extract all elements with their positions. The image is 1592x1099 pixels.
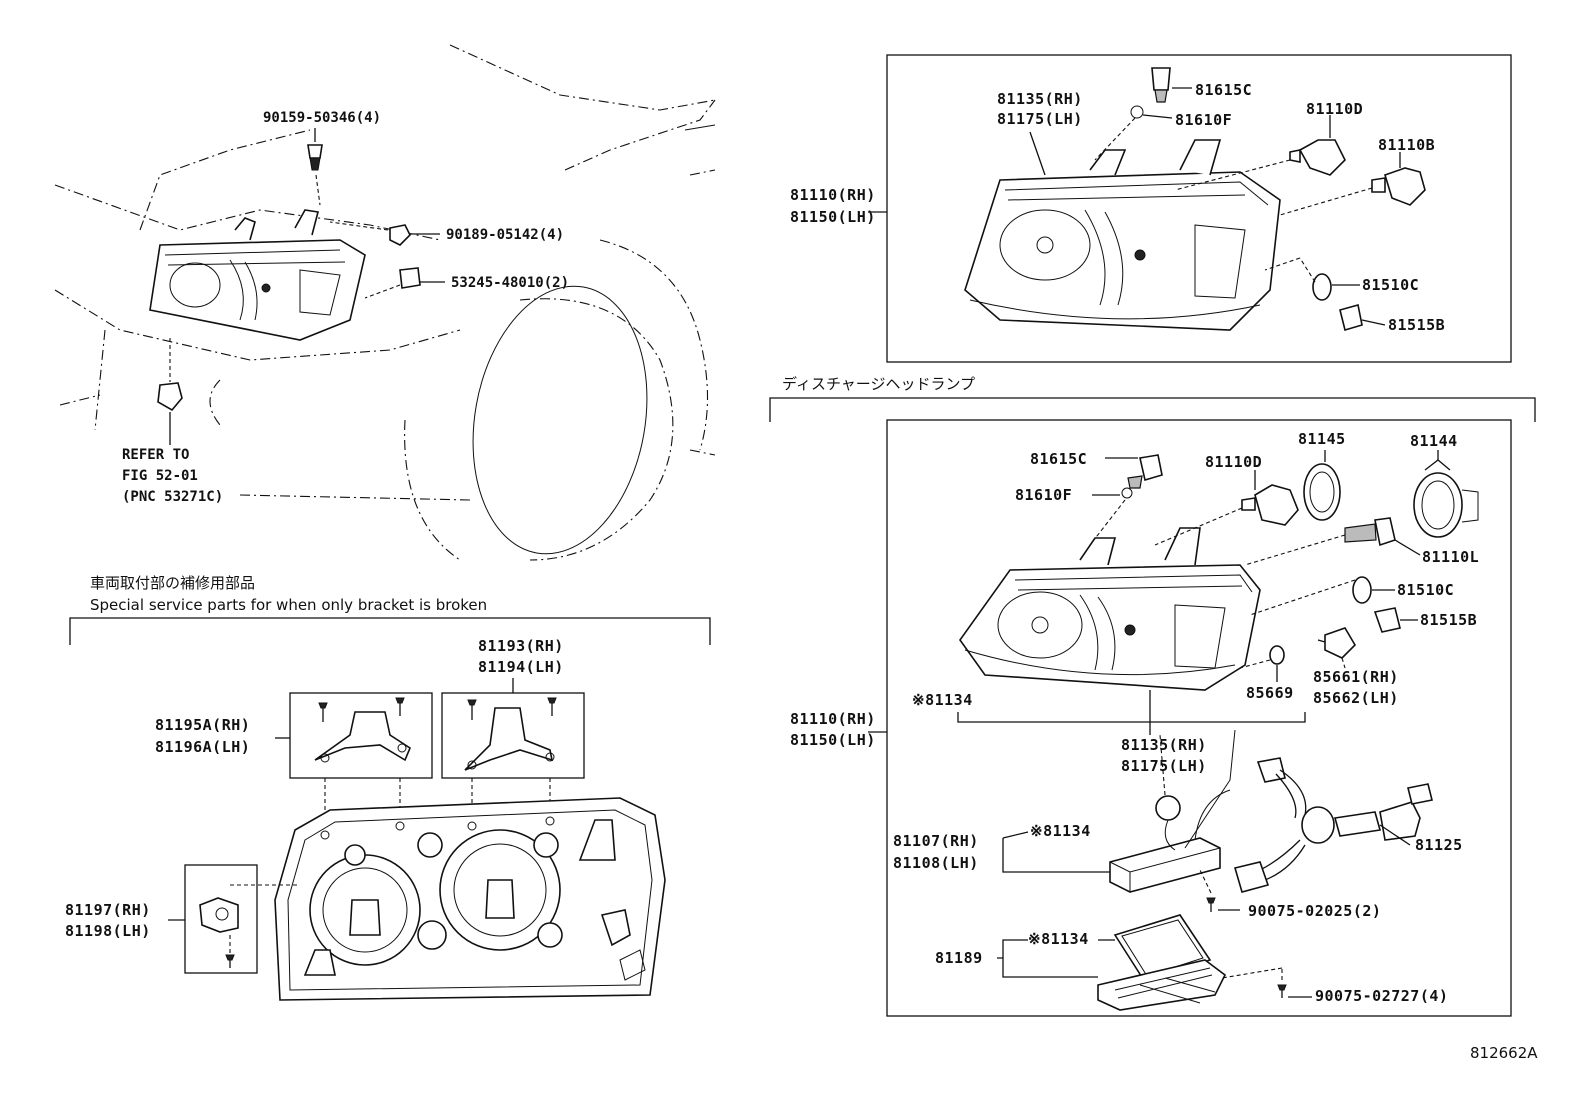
label-81144: 81144 <box>1410 432 1458 450</box>
service-title-jp: 車両取付部の補修用部品 <box>90 574 255 592</box>
label-81198: 81198(LH) <box>65 922 151 940</box>
fastener-parts-top-left <box>157 128 445 445</box>
label-90075-02727: 90075-02727(4) <box>1315 987 1448 1005</box>
refer-fig-text: FIG 52-01 <box>122 468 198 484</box>
label-81125: 81125 <box>1415 836 1463 854</box>
label-85669: 85669 <box>1246 684 1294 702</box>
service-bracket-line <box>69 617 711 645</box>
headlamp-rear-view <box>274 797 666 1001</box>
discharge-bulbs-and-sockets <box>1089 450 1479 682</box>
label-81107: 81107(RH) <box>893 832 979 850</box>
label-81145: 81145 <box>1298 430 1346 448</box>
label-90075-02025: 90075-02025(2) <box>1248 902 1381 920</box>
discharge-bracket-line <box>769 397 1536 422</box>
label-81110-rh-bottom: 81110(RH) <box>790 710 876 728</box>
label-81515b-bottom: 81515B <box>1420 611 1477 629</box>
label-53245-48010: 53245-48010(2) <box>451 275 569 291</box>
ballast-and-harness <box>1109 729 1433 912</box>
label-81110b-top: 81110B <box>1378 136 1435 154</box>
label-81610f-bottom: 81610F <box>1015 486 1072 504</box>
label-81150-lh-top: 81150(LH) <box>790 208 876 226</box>
label-81510c-bottom: 81510C <box>1397 581 1454 599</box>
label-81135-rh-bottom: 81135(RH) <box>1121 736 1207 754</box>
label-81134-assembly: ※81134 <box>912 691 973 709</box>
label-81134-bracket <box>957 712 1306 723</box>
discharge-title: ディスチャージヘッドランプ <box>782 375 975 393</box>
label-81134-ballast: ※81134 <box>1030 822 1091 840</box>
label-81515b-top: 81515B <box>1388 316 1445 334</box>
refer-pnc-text: (PNC 53271C) <box>122 489 223 505</box>
label-81610f-top: 81610F <box>1175 111 1232 129</box>
label-81194: 81194(LH) <box>478 658 564 676</box>
discharge-headlamp-assembly <box>959 527 1261 691</box>
figure-code: 812662A <box>1470 1044 1538 1062</box>
label-81150-lh-bottom: 81150(LH) <box>790 731 876 749</box>
label-81134-cover: ※81134 <box>1028 930 1089 948</box>
bracket-kit-box-side <box>184 864 258 974</box>
label-81110-rh-top: 81110(RH) <box>790 186 876 204</box>
label-81110d-top: 81110D <box>1306 100 1363 118</box>
label-81510c-top: 81510C <box>1362 276 1419 294</box>
label-81110d-bottom: 81110D <box>1205 453 1262 471</box>
bracket-parts <box>314 697 557 832</box>
cover-and-frame <box>1097 914 1312 1011</box>
label-81135-rh-top: 81135(RH) <box>997 90 1083 108</box>
car-body-illustration <box>54 44 716 561</box>
halogen-headlamp-assembly <box>964 139 1281 331</box>
label-81615c-bottom: 81615C <box>1030 450 1087 468</box>
label-85662: 85662(LH) <box>1313 689 1399 707</box>
refer-to-text: REFER TO <box>122 447 189 463</box>
label-90189-05142: 90189-05142(4) <box>446 227 564 243</box>
label-81108: 81108(LH) <box>893 854 979 872</box>
halogen-bulbs-and-sockets <box>1094 67 1426 332</box>
label-81110l: 81110L <box>1422 548 1479 566</box>
label-81615c-top: 81615C <box>1195 81 1252 99</box>
label-81193: 81193(RH) <box>478 637 564 655</box>
car-headlamp-illustration <box>149 209 366 341</box>
discharge-headlamp-box <box>886 419 1512 1017</box>
bracket-kit-box-rh <box>289 692 433 779</box>
label-81197: 81197(RH) <box>65 901 151 919</box>
label-81175-lh-top: 81175(LH) <box>997 110 1083 128</box>
halogen-headlamp-box <box>886 54 1512 363</box>
label-81195a: 81195A(RH) <box>155 716 250 734</box>
label-85661: 85661(RH) <box>1313 668 1399 686</box>
side-bracket-part <box>199 884 300 968</box>
label-81189: 81189 <box>935 949 983 967</box>
label-81175-lh-bottom: 81175(LH) <box>1121 757 1207 775</box>
label-81196a: 81196A(LH) <box>155 738 250 756</box>
bracket-kit-box-lh <box>441 692 585 779</box>
label-90159-50346: 90159-50346(4) <box>263 110 381 126</box>
service-title-en: Special service parts for when only brac… <box>90 596 487 614</box>
